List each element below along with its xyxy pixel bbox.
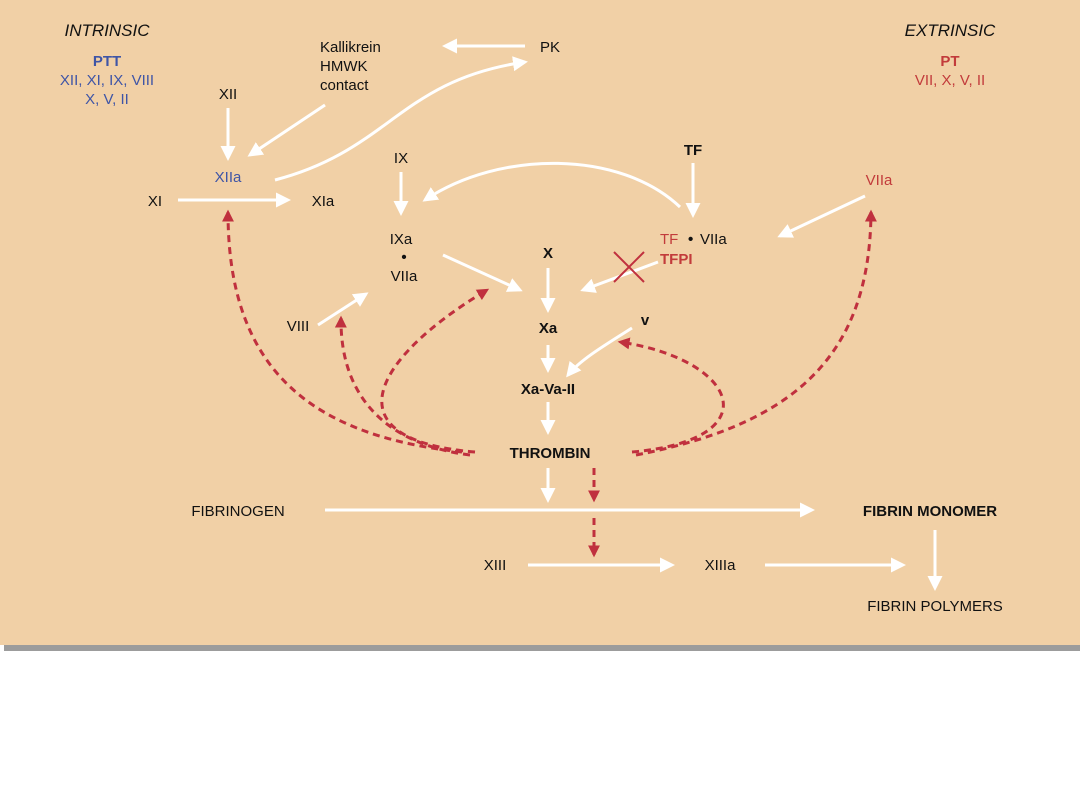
node-ixa-dot: • xyxy=(401,249,406,266)
node-tfpi: TFPI xyxy=(660,251,693,268)
node-x: X xyxy=(543,245,553,262)
extrinsic-factors: VII, X, V, II xyxy=(915,72,985,89)
feedback-to-viia xyxy=(635,209,877,457)
node-xii: XII xyxy=(219,86,237,103)
feedback-to-v xyxy=(617,337,725,454)
node-tf-complex: TF xyxy=(660,231,678,248)
arrow-xiia-to-pk xyxy=(274,56,528,182)
feedback-to-ixa xyxy=(380,288,490,454)
node-contact: contact xyxy=(320,77,369,94)
arrow-contact-to-xiia xyxy=(247,103,326,157)
node-fibrin-monomer: FIBRIN MONOMER xyxy=(863,503,997,520)
arrow-tfviia-to-ixa xyxy=(422,161,682,209)
node-v: v xyxy=(641,312,650,329)
node-viia-with-tf: VIIa xyxy=(700,231,727,248)
node-xi: XI xyxy=(148,193,162,210)
arrow-v-to-xavaii xyxy=(566,326,633,378)
node-viii: VIII xyxy=(287,318,310,335)
node-fibrin-polymers: FIBRIN POLYMERS xyxy=(867,598,1003,615)
feedback-to-viii xyxy=(334,315,471,457)
extrinsic-test-label: PT xyxy=(940,53,959,70)
intrinsic-test-label: PTT xyxy=(93,53,121,70)
node-viia: VIIa xyxy=(866,172,893,189)
node-xa-va-ii: Xa-Va-II xyxy=(521,381,575,398)
intrinsic-header: INTRINSIC xyxy=(65,21,151,40)
intrinsic-factors-line2: X, V, II xyxy=(85,91,129,108)
arrow-ixa-to-x xyxy=(442,253,523,292)
node-xiia: XIIa xyxy=(215,169,242,186)
diagram-panel xyxy=(0,0,1080,645)
arrow-viia-to-tfviia xyxy=(777,194,866,238)
node-ix: IX xyxy=(394,150,408,167)
coagulation-cascade-diagram: INTRINSIC PTT XII, XI, IX, VIII X, V, II… xyxy=(60,21,1003,615)
intrinsic-factors-line1: XII, XI, IX, VIII xyxy=(60,72,154,89)
node-xa: Xa xyxy=(539,320,558,337)
arrow-viii-to-ixa xyxy=(317,292,369,327)
pathway-arrows xyxy=(178,38,943,591)
node-ixa: IXa xyxy=(390,231,413,248)
node-fibrinogen: FIBRINOGEN xyxy=(191,503,284,520)
node-xiii: XIII xyxy=(484,557,507,574)
node-tf-dot: • xyxy=(688,231,693,248)
node-tf: TF xyxy=(684,142,702,159)
node-kallikrein: Kallikrein xyxy=(320,39,381,56)
node-xiiia: XIIIa xyxy=(705,557,737,574)
node-pk: PK xyxy=(540,39,560,56)
thrombin-feedback-arrows xyxy=(222,209,877,558)
feedback-to-xi xyxy=(222,209,463,454)
node-hmwk: HMWK xyxy=(320,58,368,75)
panel-shadow xyxy=(4,645,1080,651)
node-viia-with-ixa: VIIa xyxy=(391,268,418,285)
node-thrombin: THROMBIN xyxy=(510,445,591,462)
node-xia: XIa xyxy=(312,193,335,210)
tfpi-inhibition-x xyxy=(613,251,645,283)
extrinsic-header: EXTRINSIC xyxy=(905,21,996,40)
